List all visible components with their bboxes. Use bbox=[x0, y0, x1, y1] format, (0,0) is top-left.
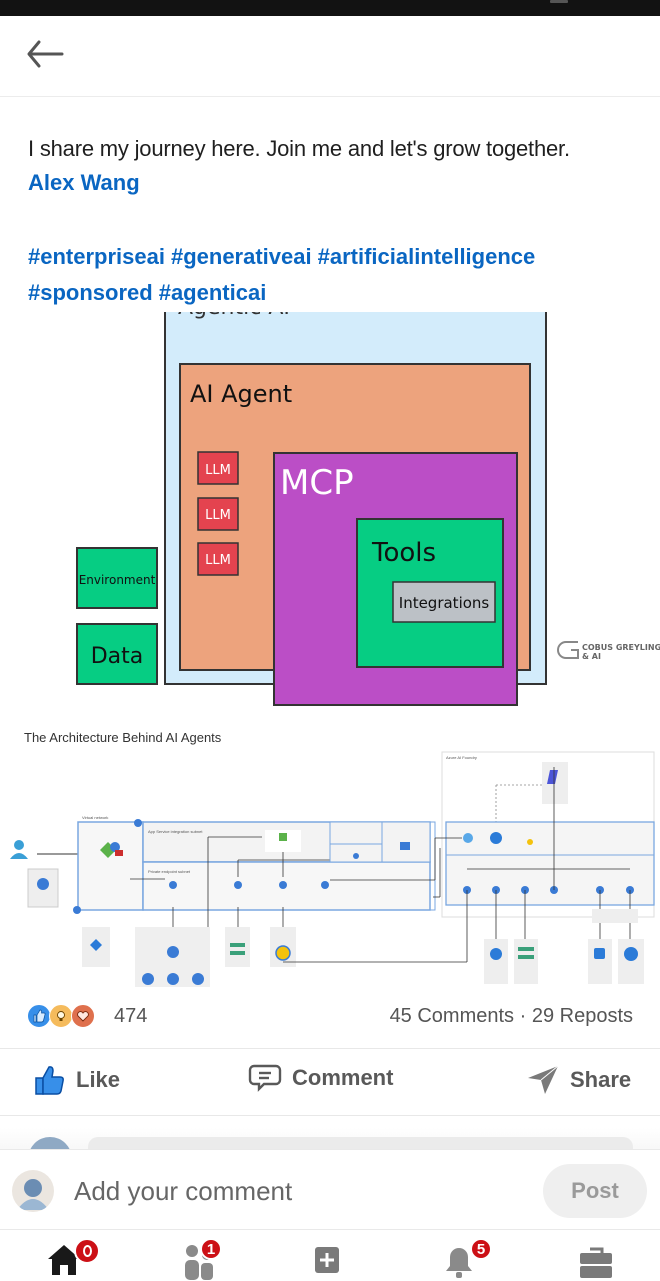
svg-text:Virtual network: Virtual network bbox=[82, 815, 108, 820]
love-reaction-icon bbox=[71, 1004, 95, 1028]
comment-input[interactable] bbox=[74, 1170, 514, 1212]
network-badge: 1 bbox=[200, 1238, 222, 1260]
ai-search-box bbox=[618, 939, 644, 984]
svg-text:Private endpoint subnet: Private endpoint subnet bbox=[148, 869, 191, 874]
bell-icon bbox=[446, 1248, 472, 1278]
bottom-navigation: 1 5 bbox=[0, 1229, 660, 1280]
integrations-label: Integrations bbox=[399, 594, 490, 612]
hashtag-link[interactable]: #generativeai bbox=[170, 244, 312, 269]
container-registry-box bbox=[484, 939, 508, 984]
plus-box-icon bbox=[315, 1247, 339, 1273]
nav-home[interactable] bbox=[36, 1236, 100, 1280]
svg-text:& AI: & AI bbox=[582, 652, 601, 661]
top-bar bbox=[0, 16, 660, 97]
hashtag-link[interactable]: #enterpriseai bbox=[28, 244, 165, 269]
app-gateway-subnet bbox=[77, 821, 144, 911]
status-bar bbox=[0, 0, 660, 16]
llm-box bbox=[197, 451, 239, 485]
openai-box bbox=[588, 939, 612, 984]
thumbs-up-icon bbox=[35, 1066, 64, 1095]
svg-text:Azure AI Foundry: Azure AI Foundry bbox=[446, 755, 477, 760]
status-icon bbox=[550, 0, 568, 3]
like-button[interactable]: Like bbox=[32, 1063, 120, 1097]
notifications-badge: 5 bbox=[470, 1238, 492, 1260]
arrow-left-icon bbox=[27, 40, 64, 68]
data-box bbox=[76, 623, 158, 685]
environment-label: Environment bbox=[79, 573, 156, 587]
post-actions: Like Comment Share bbox=[0, 1049, 660, 1115]
hashtags: #enterpriseai#generativeai#artificialint… bbox=[28, 239, 648, 311]
outer-title-partial: Agentic AI bbox=[178, 312, 290, 320]
commenter-avatar[interactable] bbox=[28, 1137, 72, 1150]
bastion-subnet bbox=[329, 821, 383, 845]
home-badge bbox=[74, 1238, 100, 1264]
author-link[interactable]: Alex Wang bbox=[28, 170, 140, 195]
llm-box bbox=[197, 497, 239, 531]
like-reaction-icon bbox=[27, 1004, 51, 1028]
divider bbox=[0, 1048, 660, 1049]
avatar-placeholder-icon bbox=[17, 1179, 49, 1210]
post-image-architecture[interactable]: The Architecture Behind AI Agents Virtua… bbox=[0, 707, 660, 990]
home-icon bbox=[48, 1245, 80, 1275]
post-image-agent-diagram[interactable]: Agentic AI AI Agent LLM LLM LLM MCP Tool… bbox=[0, 312, 660, 707]
reaction-count[interactable]: 474 bbox=[114, 1005, 148, 1027]
share-label: Share bbox=[570, 1067, 632, 1092]
llm-label: LLM bbox=[205, 508, 231, 523]
comment-composer: Post bbox=[0, 1149, 660, 1229]
comment-button[interactable]: Comment bbox=[248, 1063, 393, 1093]
post-text: I share my journey here. Join me and let… bbox=[28, 136, 570, 161]
nav-my-network[interactable]: 1 bbox=[172, 1236, 232, 1280]
hashtag-link[interactable]: #sponsored bbox=[28, 280, 153, 305]
architecture-title: The Architecture Behind AI Agents bbox=[24, 730, 222, 745]
my-avatar[interactable] bbox=[12, 1170, 54, 1212]
svg-text:COBUS GREYLING: COBUS GREYLING bbox=[582, 643, 660, 652]
mcp-label: MCP bbox=[280, 463, 354, 503]
integrations-box bbox=[392, 581, 496, 623]
user-icon bbox=[10, 840, 28, 859]
agent-diagram: Agentic AI AI Agent LLM LLM LLM MCP Tool… bbox=[76, 312, 660, 706]
llm-label: LLM bbox=[205, 553, 231, 568]
like-label: Like bbox=[76, 1067, 121, 1092]
nav-jobs[interactable] bbox=[570, 1236, 630, 1280]
first-comment-preview bbox=[0, 1128, 660, 1150]
architecture-diagram: The Architecture Behind AI Agents Virtua… bbox=[10, 730, 655, 987]
llm-box bbox=[197, 542, 239, 576]
comments-reposts-count[interactable]: 45 Comments · 29 Reposts bbox=[389, 1005, 633, 1027]
social-counts: 474 45 Comments · 29 Reposts bbox=[0, 996, 660, 1040]
send-icon bbox=[528, 1065, 559, 1094]
insightful-reaction-icon bbox=[49, 1004, 73, 1028]
comment-icon bbox=[248, 1064, 282, 1092]
svg-text:App Service integration subnet: App Service integration subnet bbox=[148, 829, 203, 834]
azure-storage-2-box bbox=[514, 939, 538, 984]
ai-agent-label: AI Agent bbox=[190, 380, 292, 408]
hashtag-link[interactable]: #artificialintelligence bbox=[317, 244, 536, 269]
comment-bubble bbox=[88, 1137, 633, 1150]
divider bbox=[0, 1115, 660, 1116]
post-comment-button[interactable]: Post bbox=[543, 1164, 647, 1218]
watermark: COBUS GREYLING & AI bbox=[557, 641, 660, 661]
hashtag-link[interactable]: #agenticai bbox=[158, 280, 267, 305]
briefcase-icon bbox=[580, 1247, 612, 1278]
tools-label: Tools bbox=[371, 538, 436, 568]
share-button[interactable]: Share bbox=[526, 1063, 631, 1097]
nav-notifications[interactable]: 5 bbox=[436, 1236, 496, 1280]
llm-label: LLM bbox=[205, 463, 231, 478]
environment-box bbox=[76, 547, 158, 609]
data-label: Data bbox=[91, 644, 144, 669]
nav-post[interactable] bbox=[300, 1236, 360, 1280]
managed-vnet bbox=[445, 821, 655, 906]
reaction-icons[interactable] bbox=[27, 1004, 95, 1028]
back-button[interactable] bbox=[22, 34, 68, 74]
comment-label: Comment bbox=[292, 1065, 394, 1090]
